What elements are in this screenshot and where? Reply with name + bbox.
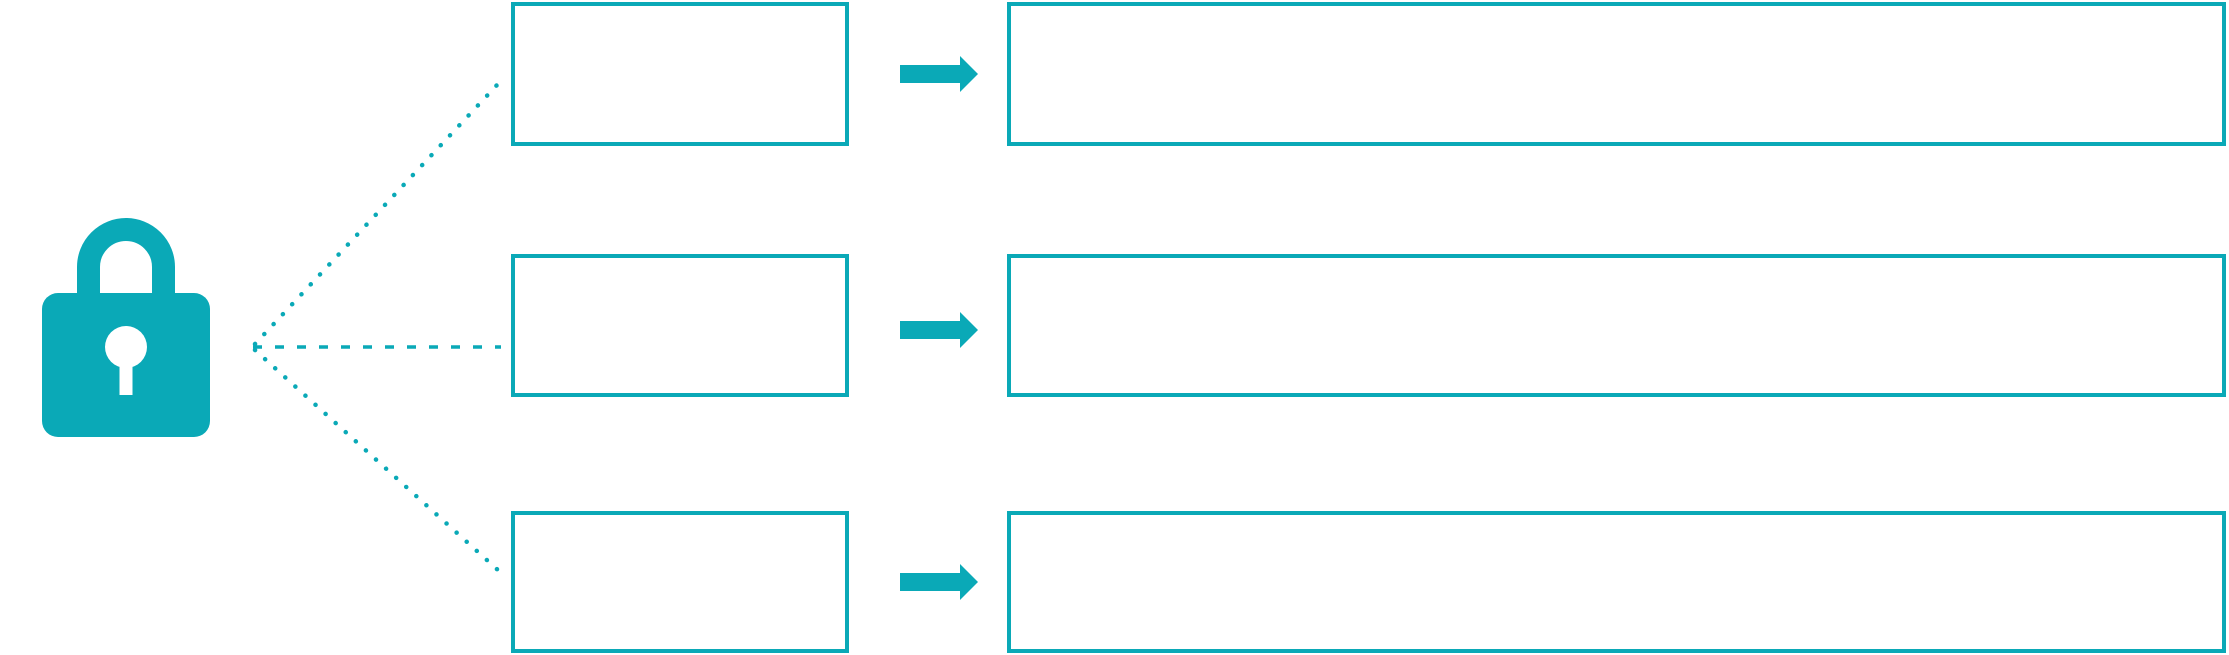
target-box-1 — [1007, 2, 2226, 146]
target-box-2 — [1007, 254, 2226, 397]
source-box-3 — [511, 511, 849, 653]
source-box-1 — [511, 2, 849, 146]
source-box-2 — [511, 254, 849, 397]
arrow-right-icon — [900, 312, 978, 348]
target-box-3 — [1007, 511, 2226, 653]
arrow-right-icon — [900, 56, 978, 92]
arrow-right-icon — [900, 564, 978, 600]
lock-icon — [42, 218, 210, 437]
lock-shackle — [77, 218, 175, 300]
keyhole-stem — [119, 347, 133, 395]
connector-dotted-bottom — [252, 347, 502, 574]
connector-dotted-top — [252, 82, 500, 347]
